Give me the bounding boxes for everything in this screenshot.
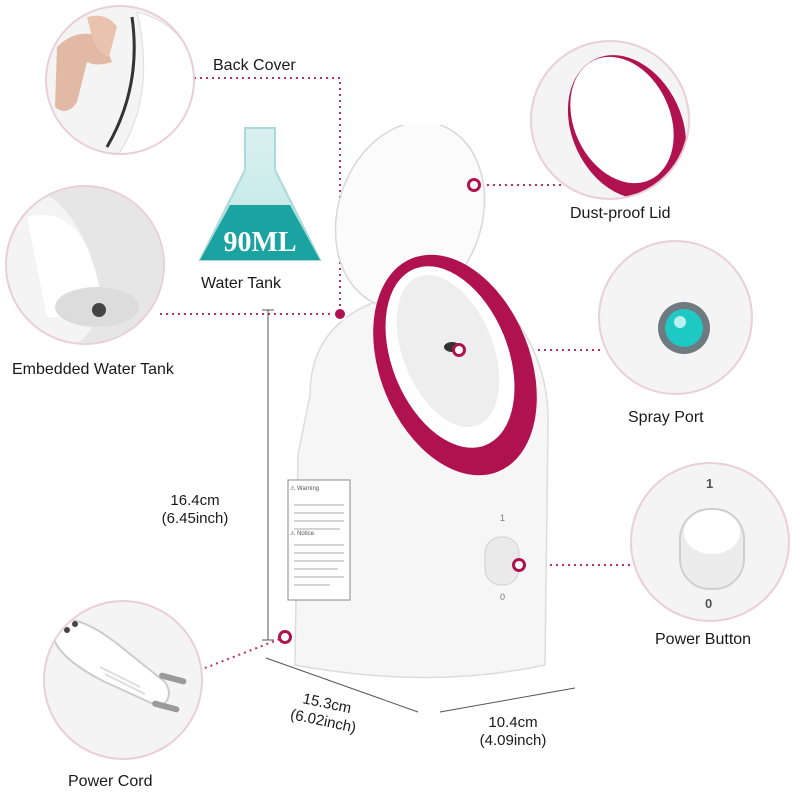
power-cord-detail: [43, 600, 203, 760]
width-inch: (4.09inch): [479, 732, 547, 749]
embedded-water-tank-label: Embedded Water Tank: [12, 361, 174, 378]
height-inch: (6.45inch): [161, 510, 229, 527]
power-cord-dot: [278, 630, 292, 644]
back-cover-dot: [333, 307, 347, 321]
power-button-label: Power Button: [655, 631, 752, 648]
power-button-on-mark: 1: [706, 476, 714, 491]
water-tank-label: Water Tank: [201, 275, 282, 292]
back-cover-detail: [45, 5, 195, 155]
dust-proof-lid-label: Dust-proof Lid: [570, 205, 671, 222]
facial-steamer-device: [270, 125, 570, 685]
height-dimension: 16.4cm (6.45inch): [140, 492, 250, 528]
device-warning-text: ⚠ Warning: [290, 486, 320, 492]
device-notice-text: ⚠ Notice: [290, 531, 315, 537]
height-cm: 16.4cm: [170, 492, 220, 509]
power-button-detail: [630, 462, 790, 622]
capacity-text: 90ML: [223, 227, 297, 258]
device-switch-off-mark: 0: [500, 592, 506, 602]
power-cord-label: Power Cord: [68, 773, 153, 790]
power-button-dot: [512, 558, 526, 572]
width-dimension: 10.4cm (4.09inch): [458, 714, 568, 750]
dust-proof-lid-detail: [530, 40, 690, 200]
power-button-off-mark: 0: [705, 596, 713, 611]
spray-port-detail: [598, 240, 753, 395]
back-cover-label: Back Cover: [213, 57, 296, 74]
embedded-water-tank-detail: [5, 185, 165, 345]
width-cm: 10.4cm: [488, 714, 538, 731]
lid-dot: [467, 178, 481, 192]
device-switch-on-mark: 1: [500, 513, 506, 523]
spray-port-label: Spray Port: [628, 409, 704, 426]
spray-port-dot: [452, 343, 466, 357]
water-tank-flask-icon: [185, 120, 335, 270]
